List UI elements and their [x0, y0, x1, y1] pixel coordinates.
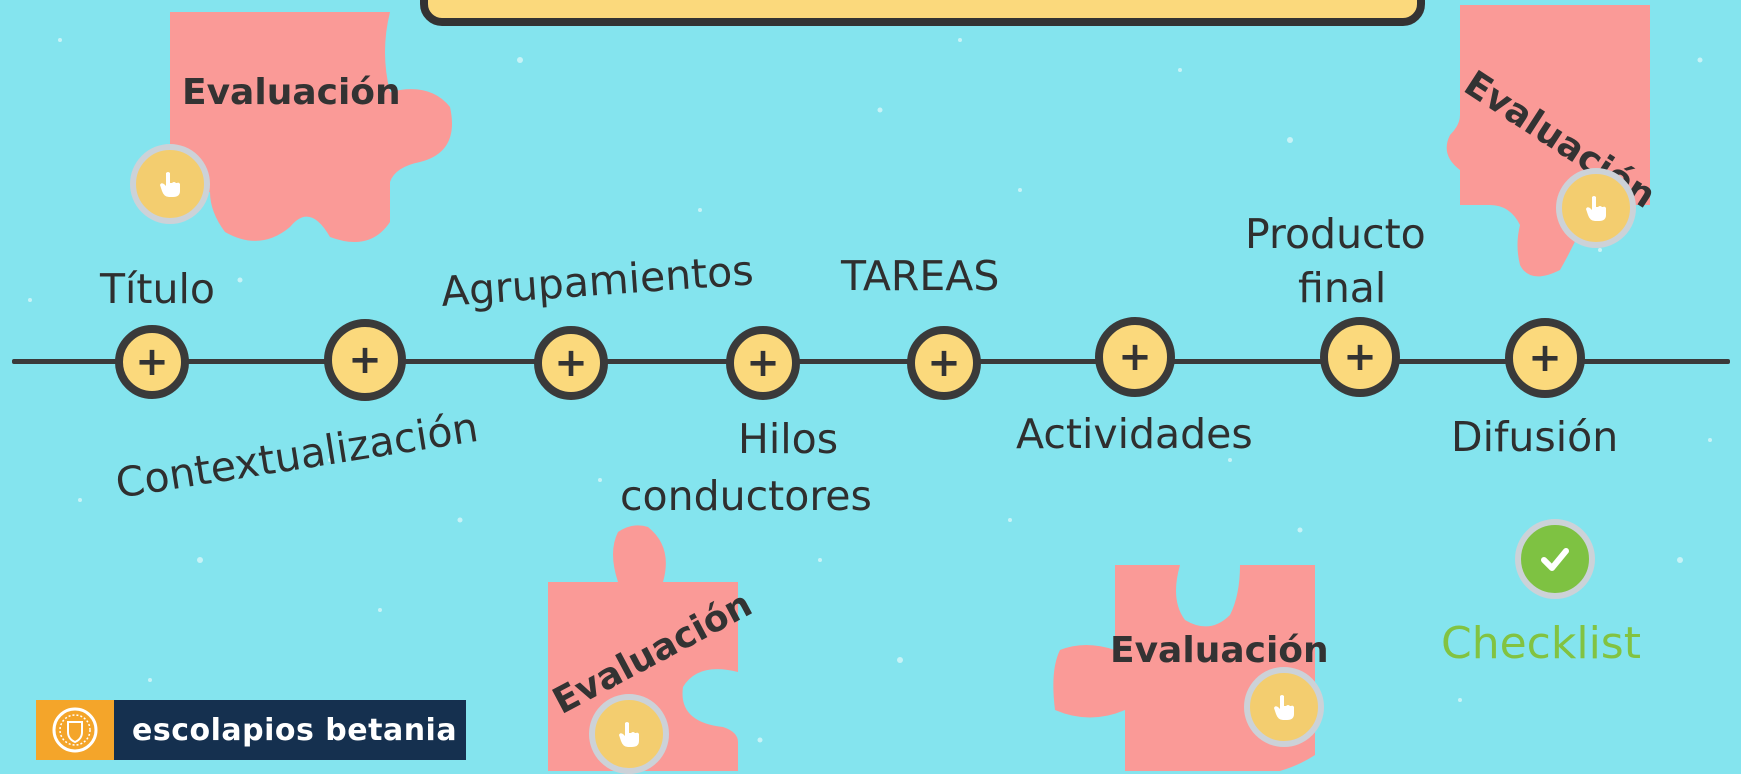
logo-text: escolapios betania [114, 700, 466, 760]
node-contextualizacion[interactable]: + [324, 319, 406, 401]
plus-icon: + [1118, 334, 1152, 380]
plus-icon: + [927, 340, 961, 386]
shield-crest-icon [52, 707, 98, 753]
checklist-label: Checklist [1441, 618, 1641, 669]
label-difusion: Difusión [1451, 413, 1619, 461]
hand-pointer-icon [160, 172, 180, 197]
puzzle-piece-bottom-left [548, 525, 738, 771]
title-banner [420, 0, 1425, 26]
timeline-line [12, 359, 1730, 364]
node-hilos-conductores[interactable]: + [726, 326, 800, 400]
evaluacion-touch-button-top-right[interactable] [1556, 168, 1636, 248]
label-producto-line1: Producto [1245, 210, 1426, 258]
hand-pointer-icon [1274, 695, 1294, 720]
plus-icon: + [746, 340, 780, 386]
check-icon [1541, 548, 1569, 571]
node-difusion[interactable]: + [1505, 318, 1585, 398]
node-titulo[interactable]: + [115, 325, 189, 399]
label-hilos-line2: conductores [620, 472, 872, 520]
evaluacion-touch-button-top-left[interactable] [130, 144, 210, 224]
label-hilos-line1: Hilos [738, 415, 839, 463]
label-titulo: Título [100, 265, 215, 313]
node-agrupamientos[interactable]: + [534, 326, 608, 400]
node-tareas[interactable]: + [907, 326, 981, 400]
checklist-button[interactable] [1515, 519, 1595, 599]
hand-pointer-icon [1586, 196, 1606, 221]
plus-icon: + [135, 339, 169, 385]
plus-icon: + [554, 340, 588, 386]
puzzle-piece-top-left [170, 12, 452, 242]
evaluacion-touch-button-bottom-right[interactable] [1244, 667, 1324, 747]
puzzle-piece-top-right [1446, 5, 1650, 277]
node-producto-final[interactable]: + [1320, 317, 1400, 397]
label-tareas: TAREAS [841, 252, 1000, 300]
logo-mark [36, 700, 114, 760]
label-producto-line2: final [1298, 264, 1387, 312]
escolapios-betania-logo[interactable]: escolapios betania [36, 700, 466, 760]
evaluacion-touch-button-bottom-left[interactable] [589, 694, 669, 774]
plus-icon: + [1343, 334, 1377, 380]
node-actividades[interactable]: + [1095, 317, 1175, 397]
hand-pointer-icon [619, 722, 639, 747]
evaluacion-label-top-left: Evaluación [182, 72, 401, 113]
label-actividades: Actividades [1016, 410, 1253, 458]
plus-icon: + [348, 337, 382, 383]
plus-icon: + [1528, 335, 1562, 381]
evaluacion-label-bottom-right: Evaluación [1110, 630, 1329, 671]
